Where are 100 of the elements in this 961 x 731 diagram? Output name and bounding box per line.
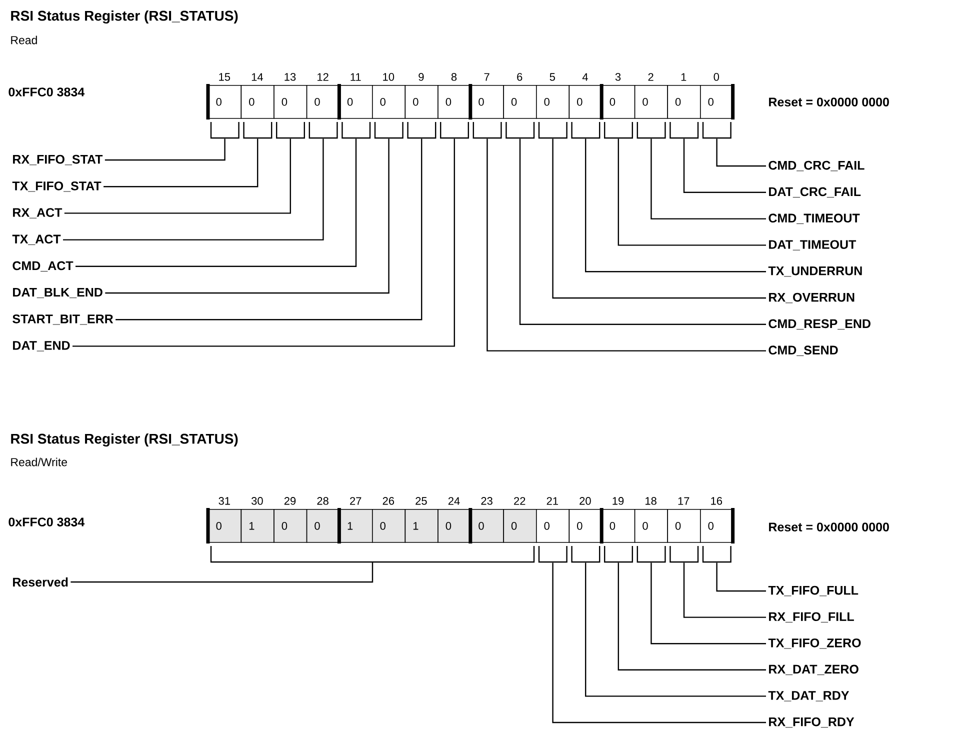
- bit-number: 17: [678, 497, 690, 505]
- bit-cell: 0: [274, 85, 308, 119]
- bit-number: 24: [448, 497, 460, 505]
- field-name: CMD_TIMEOUT: [768, 214, 860, 224]
- field-name: CMD_ACT: [12, 261, 74, 272]
- bit-cell: 0: [503, 85, 537, 119]
- field-bracket: [210, 546, 535, 563]
- leader-line: [650, 562, 766, 644]
- reset-value: Reset = 0x0000 0000: [769, 522, 889, 532]
- field-name: TX_FIFO_FULL: [768, 586, 858, 596]
- address-label: 0xFFC0 3834: [8, 518, 85, 526]
- bit-number: 14: [252, 73, 263, 81]
- field-name: Reserved: [13, 577, 68, 587]
- bit-number: 2: [648, 73, 654, 81]
- bit-cell: 0: [667, 509, 701, 543]
- bit-cell: 0: [208, 509, 242, 543]
- bit-number: 22: [514, 497, 526, 505]
- bit-cell: 0: [470, 509, 504, 543]
- bit-cell: 0: [306, 85, 340, 119]
- field-name: CMD_CRC_FAIL: [768, 160, 864, 172]
- bit-cell: 0: [438, 509, 472, 543]
- bit-number: 28: [317, 497, 328, 505]
- bit-number: 18: [646, 497, 656, 505]
- field-name: RX_FIFO_RDY: [769, 717, 854, 728]
- field-name: DAT_TIMEOUT: [769, 240, 856, 250]
- bit-cell: 0: [240, 85, 274, 119]
- leader-line: [104, 138, 226, 161]
- bit-number: 1: [681, 73, 686, 81]
- bit-number: 16: [711, 497, 722, 505]
- field-name: DAT_CRC_FAIL: [769, 187, 861, 198]
- field-name: START_BIT_ERR: [12, 314, 114, 325]
- access-label: Read/Write: [11, 458, 67, 466]
- bit-number: 15: [219, 73, 230, 81]
- bit-cell: 0: [470, 85, 504, 119]
- field-name: TX_FIFO_STAT: [12, 181, 102, 192]
- bit-number: 23: [481, 497, 492, 505]
- field-name: RX_FIFO_STAT: [13, 154, 103, 166]
- bit-cell: 1: [404, 509, 438, 543]
- leader-line: [63, 138, 324, 240]
- bit-cell: 0: [700, 85, 734, 119]
- bit-number: 10: [383, 73, 394, 81]
- bit-cell: 0: [404, 85, 438, 119]
- leader-line: [585, 138, 766, 272]
- leader-line: [552, 138, 766, 299]
- bit-number: 3: [615, 73, 621, 81]
- field-name: CMD_SEND: [768, 346, 838, 356]
- bit-number: 30: [252, 497, 263, 505]
- bit-number: 8: [451, 73, 457, 81]
- leader-line: [585, 562, 766, 697]
- leader-line: [519, 138, 766, 325]
- leader-line: [105, 138, 390, 294]
- bit-number: 31: [218, 497, 230, 505]
- field-name: RX_FIFO_FILL: [769, 612, 854, 622]
- leader-line: [76, 138, 357, 267]
- leader-line: [552, 562, 766, 724]
- field-name: TX_UNDERRUN: [768, 266, 862, 277]
- bit-number: 27: [350, 497, 362, 505]
- leader-line: [716, 562, 766, 592]
- bit-cell: 0: [568, 509, 602, 543]
- leader-line: [72, 138, 455, 347]
- bit-cell: 0: [602, 509, 636, 543]
- bit-cell: 0: [700, 509, 734, 543]
- leader-line: [683, 562, 766, 618]
- leader-line: [486, 138, 766, 352]
- bit-cell: 0: [634, 509, 668, 543]
- leader-line: [64, 138, 291, 214]
- bit-cell: 0: [667, 85, 701, 119]
- bit-number: 5: [550, 73, 555, 81]
- bit-number: 9: [418, 73, 424, 81]
- leader-line: [618, 138, 766, 246]
- register-title: RSI Status Register (RSI_STATUS): [11, 433, 238, 447]
- address-label: 0xFFC0 3834: [8, 88, 85, 96]
- bit-number: 6: [517, 73, 522, 81]
- bit-number: 19: [612, 497, 624, 505]
- field-name: TX_DAT_RDY: [768, 691, 850, 702]
- bit-number: 7: [484, 73, 490, 81]
- reset-value: Reset = 0x0000 0000: [769, 98, 889, 106]
- bit-cell: 0: [536, 509, 570, 543]
- bit-cell: 0: [438, 85, 472, 119]
- bit-cell: 0: [536, 85, 570, 119]
- leader-line: [618, 562, 766, 670]
- register-title: RSI Status Register (RSI_STATUS): [11, 10, 238, 24]
- bit-number: 11: [350, 73, 361, 81]
- leader-line: [716, 138, 766, 167]
- field-name: DAT_END: [13, 341, 70, 352]
- leader-line: [70, 562, 374, 583]
- bit-cell: 0: [503, 509, 537, 543]
- bit-number: 4: [582, 73, 588, 81]
- bit-number: 20: [580, 497, 591, 505]
- leader-line: [104, 138, 258, 188]
- bit-number: 12: [318, 73, 328, 81]
- bit-cell: 0: [568, 85, 602, 119]
- bit-cell: 0: [339, 85, 373, 119]
- bit-cell: 0: [372, 509, 406, 543]
- bit-cell: 1: [240, 509, 274, 543]
- bit-number: 29: [284, 497, 296, 505]
- bit-cell: 1: [339, 509, 373, 543]
- field-name: RX_ACT: [13, 208, 62, 218]
- leader-line: [683, 138, 766, 193]
- access-label: Read: [11, 36, 37, 44]
